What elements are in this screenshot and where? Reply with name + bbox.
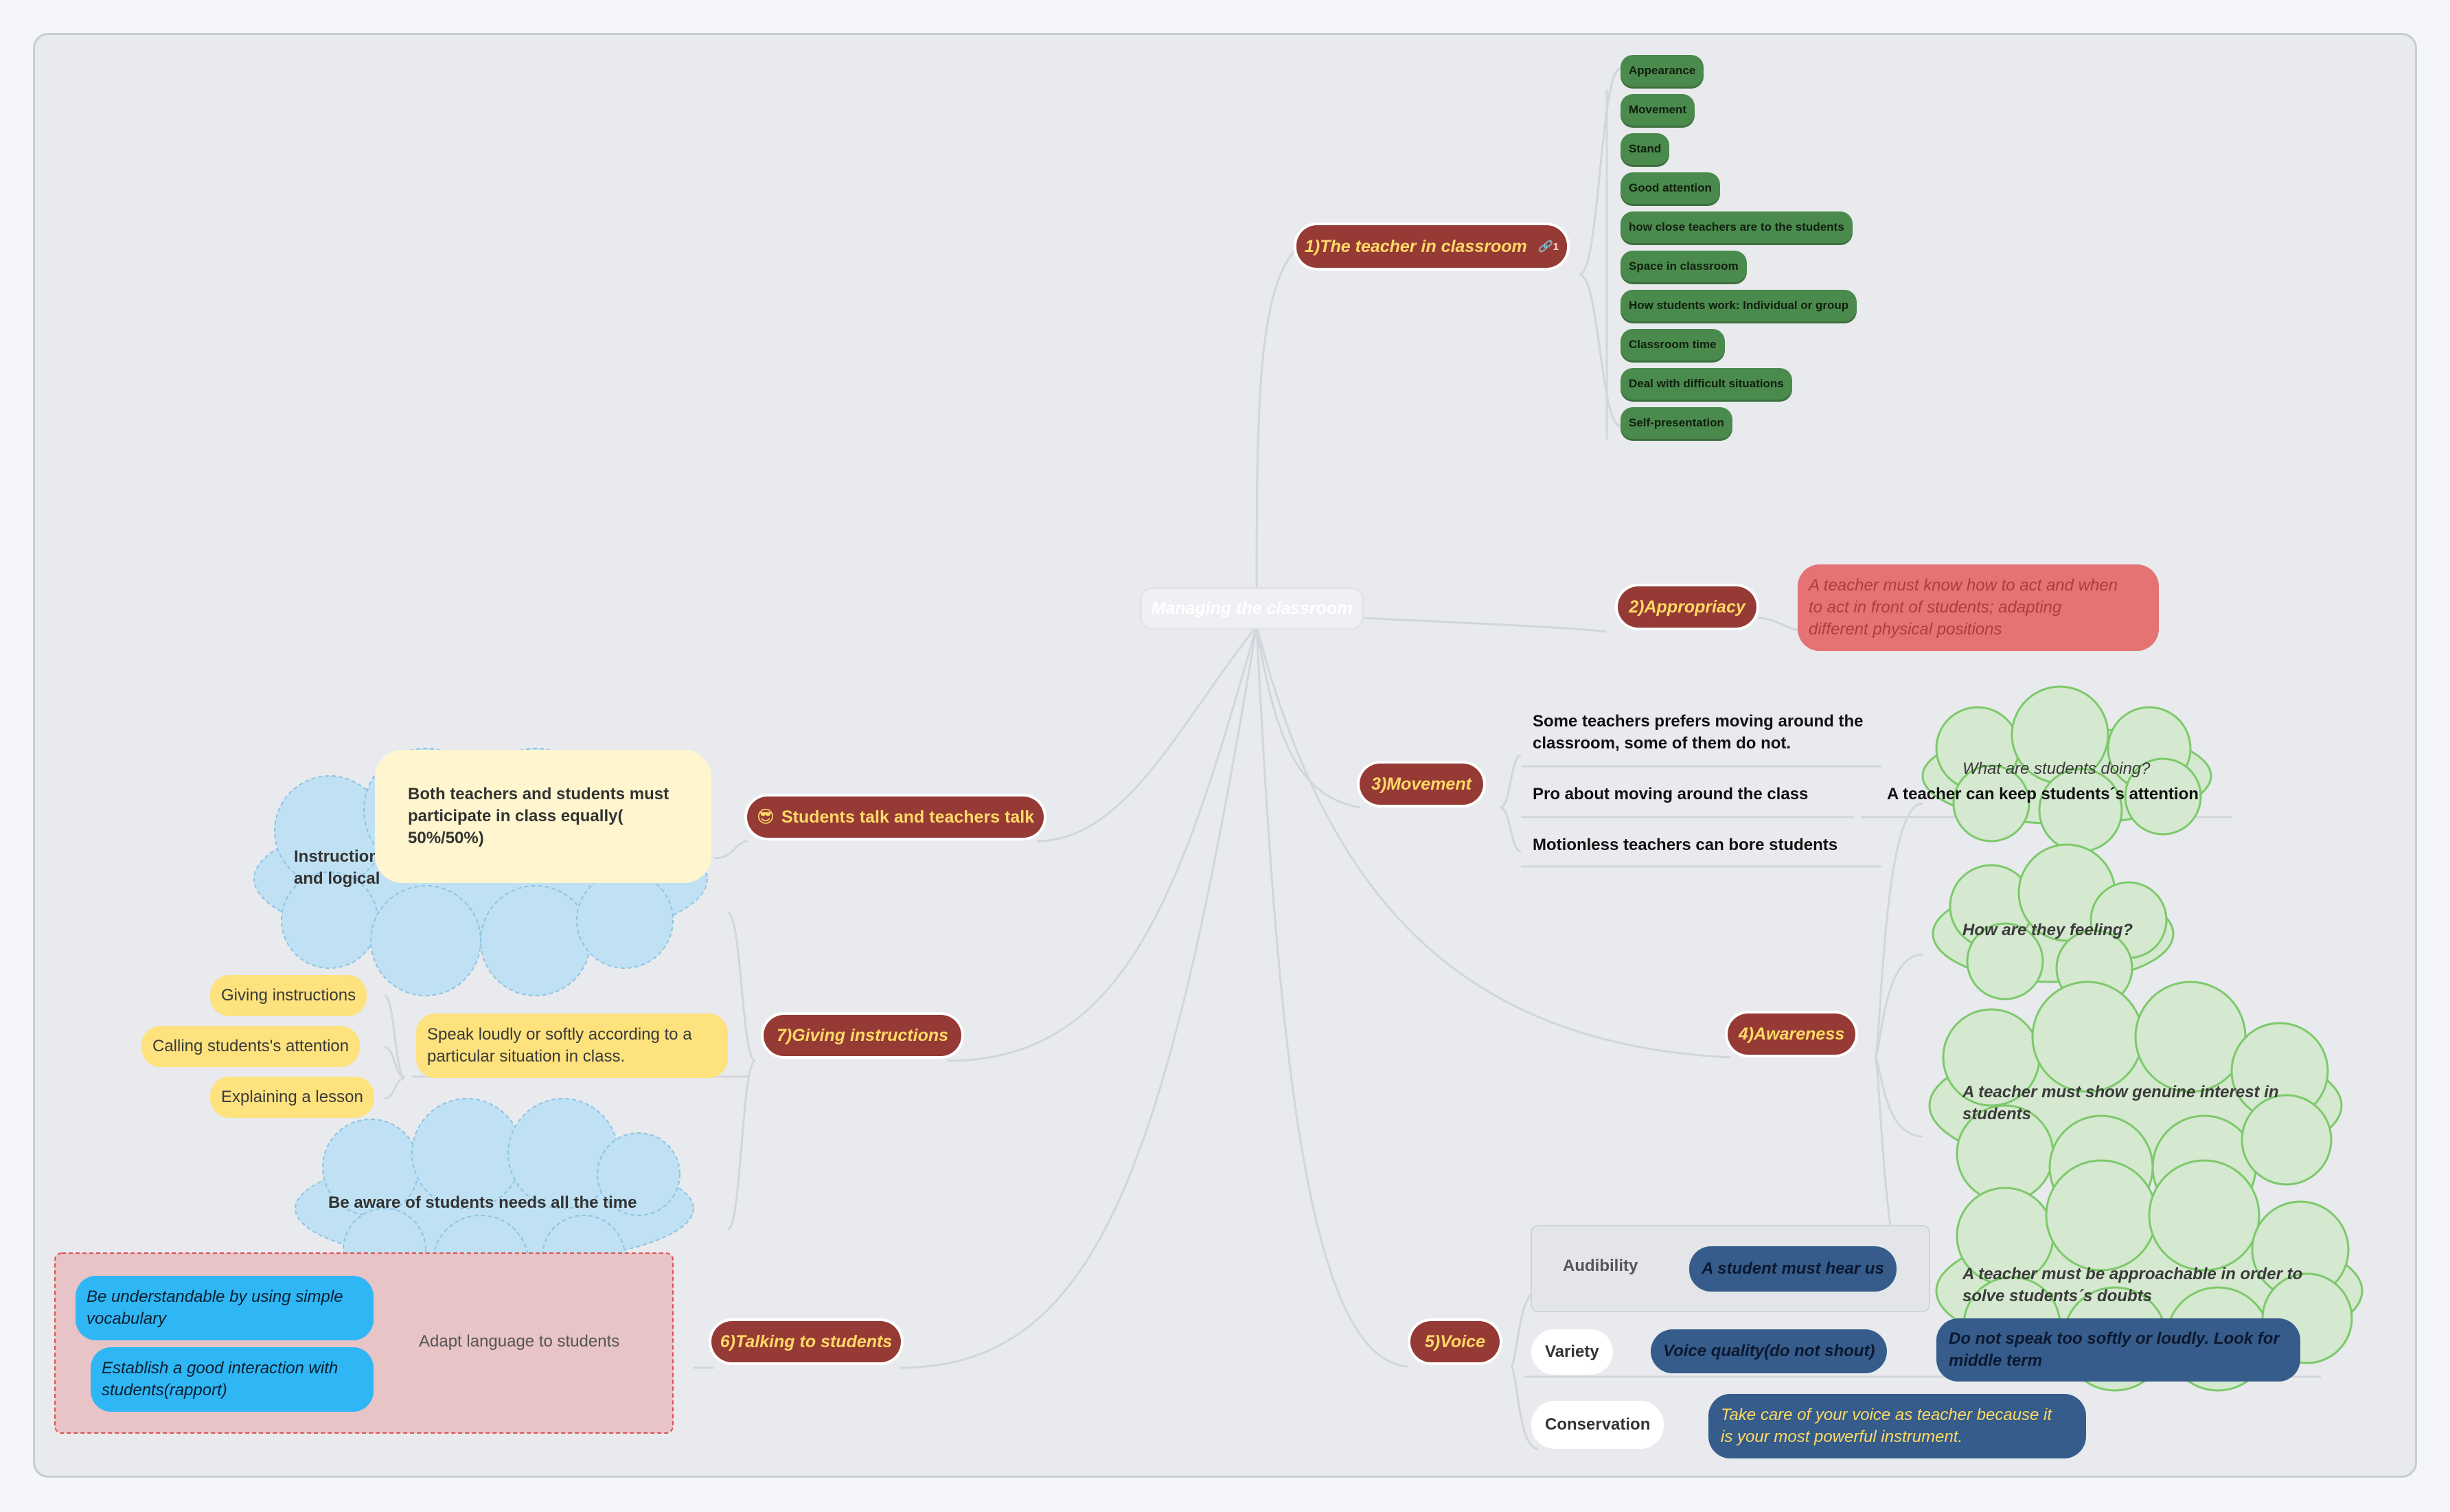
note-line: to act in front of students; adapting [1809,598,2062,617]
instructions-child[interactable]: Giving instructions [210,975,367,1016]
subtopic-item[interactable]: Classroom time [1621,329,1725,360]
movement-item-motionless[interactable]: Motionless teachers can bore students [1533,836,1838,854]
note-count: 1 [1553,240,1559,253]
voice-variety[interactable]: Variety [1531,1329,1613,1375]
voice-conservation[interactable]: Conservation [1531,1401,1664,1449]
note-line: different physical positions [1809,620,2002,639]
item-line: Some teachers prefers moving around the [1533,712,1864,731]
cloud-line: A teacher must show genuine interest in [1962,1083,2279,1101]
topic-label: Students talk and teachers talk [781,807,1035,827]
topic-voice[interactable]: 5)Voice [1410,1321,1500,1362]
subtopic-item[interactable]: How students work: Individual or group [1621,290,1857,321]
instructions-child[interactable]: Calling students's attention [141,1026,360,1067]
topic-label: 1)The teacher in classroom [1305,236,1527,256]
note-line: Speak loudly or softly according to a [427,1025,692,1044]
note-line: 50%/50%) [408,829,484,847]
sunglasses-emoji-icon: 😎 [756,807,775,827]
talking-rapport[interactable]: Establish a good interaction with studen… [91,1347,374,1412]
subtopic-item[interactable]: Appearance [1621,55,1704,87]
topic-movement[interactable]: 3)Movement [1360,764,1483,805]
note-line: Take care of your voice as teacher becau… [1721,1406,2052,1424]
cloud-line: and logical [294,869,380,888]
note-line: A teacher must know how to act and when [1809,576,2118,595]
link-icon: 🔗 [1537,241,1552,253]
awareness-cloud-interest[interactable]: A teacher must show genuine interest in … [1962,1081,2279,1125]
note-line: middle term [1949,1351,2043,1370]
voice-conservation-child[interactable]: Take care of your voice as teacher becau… [1708,1394,2086,1458]
cloud-line: solve students´s doubts [1962,1287,2153,1305]
note-line: vocabulary [87,1309,167,1328]
note-line: Be understandable by using simple [87,1287,343,1306]
topic-talking-to-students[interactable]: 6)Talking to students [711,1321,901,1362]
note-line: particular situation in class. [427,1047,626,1066]
note-line: is your most powerful instrument. [1721,1428,1963,1446]
cloud-line: students [1962,1105,2032,1123]
subtopic-item[interactable]: Self-presentation [1621,407,1732,439]
topic-awareness[interactable]: 4)Awareness [1728,1013,1855,1055]
note-line: Both teachers and students must [408,785,669,803]
subtopic-item[interactable]: Space in classroom [1621,251,1747,282]
cloud-line: A teacher must be approachable in order … [1962,1265,2303,1283]
movement-item-attention[interactable]: A teacher can keep students´s attention [1887,785,2199,803]
voice-audibility[interactable]: Audibility [1563,1257,1638,1275]
instructions-cloud-aware[interactable]: Be aware of students needs all the time [328,1193,637,1212]
talking-adapt-language[interactable]: Adapt language to students [419,1332,620,1351]
topic-teacher-in-classroom[interactable]: 1)The teacher in classroom 🔗 1 [1296,225,1567,268]
note-line: Do not speak too softly or loudly. Look … [1949,1329,2280,1348]
note-line: participate in class equally( [408,807,623,825]
subtopic-item[interactable]: Deal with difficult situations [1621,368,1792,400]
topic-appropriacy[interactable]: 2)Appropriacy [1618,586,1756,628]
awareness-cloud-approachable[interactable]: A teacher must be approachable in order … [1962,1263,2302,1307]
talk-note[interactable]: Both teachers and students must particip… [375,750,711,883]
instructions-child[interactable]: Explaining a lesson [210,1077,374,1118]
movement-item-preferences[interactable]: Some teachers prefers moving around the … [1533,711,1863,755]
voice-audibility-child[interactable]: A student must hear us [1689,1246,1897,1292]
note-line: Establish a good interaction with [102,1359,339,1377]
subtopic-item[interactable]: how close teachers are to the students [1621,211,1853,243]
movement-item-pro[interactable]: Pro about moving around the class [1533,785,1809,803]
voice-variety-grandchild[interactable]: Do not speak too softly or loudly. Look … [1936,1318,2300,1382]
item-line: classroom, some of them do not. [1533,734,1791,753]
instructions-speak-loudly[interactable]: Speak loudly or softly according to a pa… [416,1013,728,1078]
subtopic-item[interactable]: Movement [1621,94,1695,126]
talking-understandable[interactable]: Be understandable by using simple vocabu… [76,1276,374,1340]
note-line: students(rapport) [102,1381,227,1399]
central-topic[interactable]: Managing the classroom [1142,589,1362,628]
awareness-cloud-doing[interactable]: What are students doing? [1962,759,2151,778]
topic-students-teachers-talk[interactable]: 😎 Students talk and teachers talk [747,797,1044,838]
subtopic-item[interactable]: Stand [1621,133,1670,165]
appropriacy-note[interactable]: A teacher must know how to act and when … [1798,564,2159,651]
topic-giving-instructions[interactable]: 7)Giving instructions [764,1015,961,1056]
awareness-cloud-feeling[interactable]: How are they feeling? [1962,921,2133,939]
voice-variety-child[interactable]: Voice quality(do not shout) [1651,1329,1888,1373]
subtopic-item[interactable]: Good attention [1621,172,1720,204]
